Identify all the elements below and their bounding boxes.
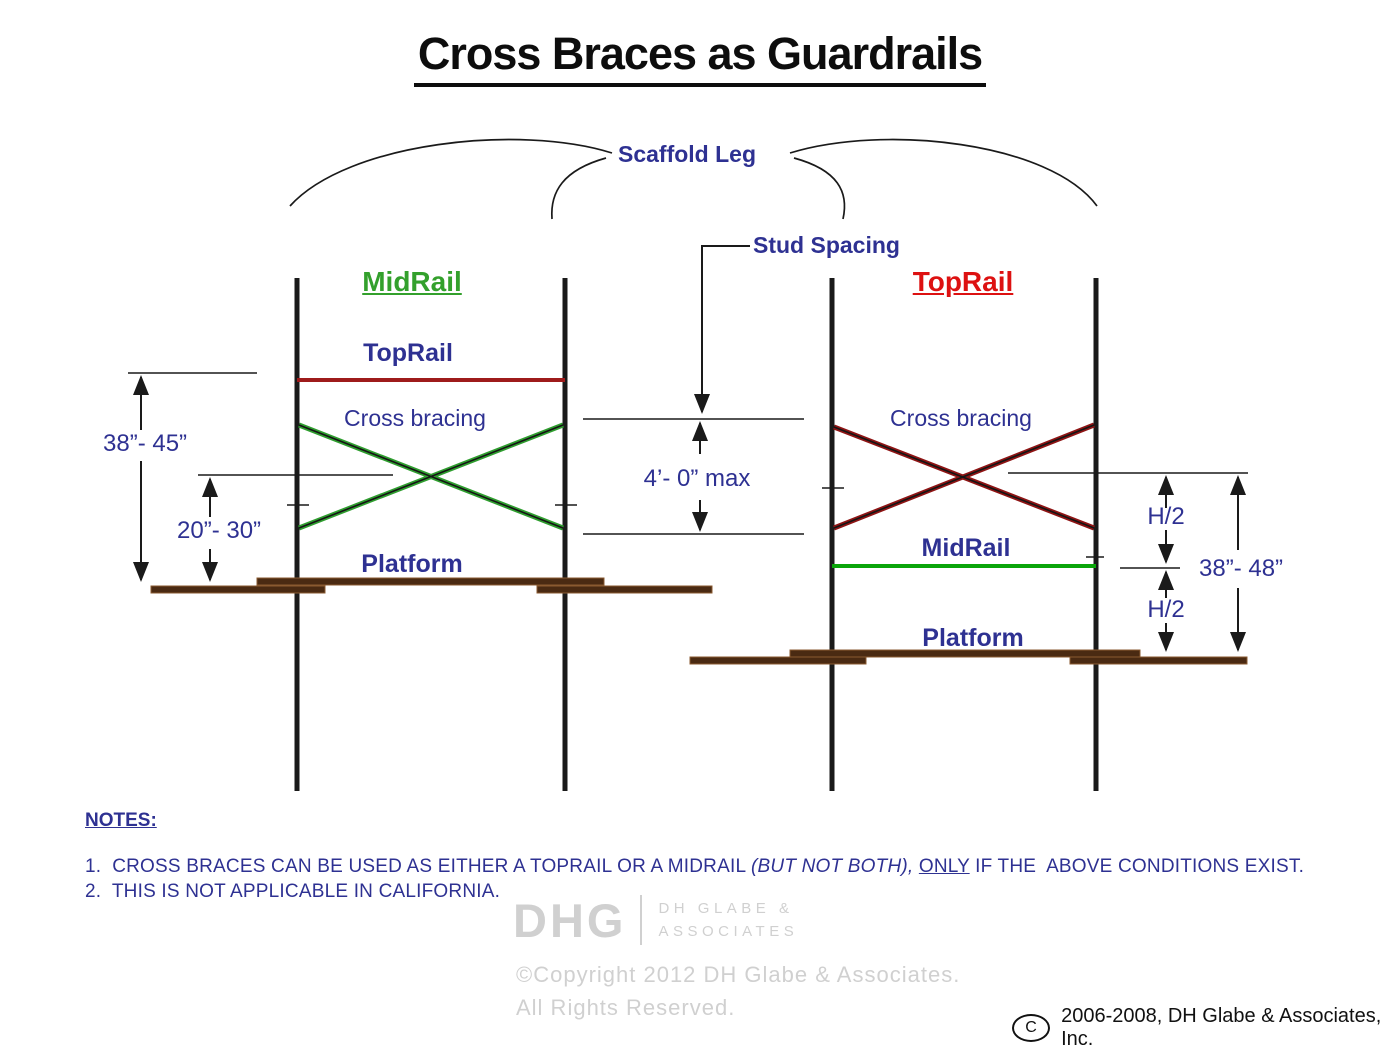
right-platform-label: Platform — [922, 624, 1024, 652]
note-1-suffix: IF THE ABOVE CONDITIONS EXIST. — [969, 856, 1305, 877]
right-platform-plank — [1069, 656, 1248, 665]
note-1-text: 1. CROSS BRACES CAN BE USED AS EITHER A … — [85, 856, 751, 877]
right-cross-brace-core — [833, 424, 1095, 529]
right-platform-plank — [689, 656, 867, 665]
left-toprail-label: TopRail — [363, 339, 453, 367]
watermark-firm-name: DH GLABE & — [658, 899, 794, 917]
note-item-1: 1. CROSS BRACES CAN BE USED AS EITHER A … — [85, 856, 1304, 878]
dim-label-h2-top: H/2 — [1147, 503, 1185, 530]
page-title: Cross Braces as Guardrails — [0, 28, 1400, 87]
watermark-logo: DHG — [513, 893, 627, 947]
watermark-copyright-line: ©Copyright 2012 DH Glabe & Associates. — [516, 962, 961, 987]
notes-heading: NOTES: — [85, 810, 157, 831]
dim-label-h2-bottom: H/2 — [1147, 596, 1185, 623]
scaffold-leg-callout: Scaffold Leg — [617, 141, 756, 167]
left-cross-bracing-label: Cross bracing — [344, 405, 486, 431]
scaffold-leg-pointer-curve-outer-left — [289, 138, 613, 207]
right-scaffold-heading-toprail: TopRail — [912, 266, 1014, 297]
left-platform-plank — [256, 577, 605, 586]
footer-copyright-text: 2006-2008, DH Glabe & Associates, Inc. — [1061, 1005, 1382, 1050]
watermark: DHG DH GLABE & ASSOCIATES — [513, 895, 798, 945]
right-cross-brace-core — [833, 426, 1095, 529]
scaffold-leg-pointer-curve-inner-right — [793, 157, 846, 220]
left-cross-brace-core — [298, 424, 564, 529]
stud-spacing-callout: Stud Spacing — [753, 232, 900, 258]
copyright-circle-c: C — [1012, 1014, 1051, 1042]
watermark-firm-name: ASSOCIATES — [658, 923, 799, 940]
right-midrail-label: MidRail — [921, 534, 1011, 562]
left-platform-label: Platform — [361, 550, 463, 578]
footer-copyright: C 2006-2008, DH Glabe & Associates, Inc. — [1012, 1005, 1400, 1051]
left-scaffold-heading-midrail: MidRail — [362, 266, 462, 297]
note-1-underlined: ONLY — [918, 856, 970, 877]
left-platform-plank — [150, 585, 326, 594]
dim-label-38-48: 38”- 48” — [1199, 555, 1284, 582]
stud-spacing-max-dim: 4’- 0” max — [643, 465, 751, 492]
right-platform-plank — [789, 649, 1141, 658]
scaffold-leg-pointer-curve-inner-left — [551, 157, 607, 220]
dim-label-20-30: 20”- 30” — [177, 517, 262, 544]
note-1-emphasis: (BUT NOT BOTH), — [751, 856, 919, 877]
right-cross-bracing-label: Cross bracing — [890, 405, 1032, 431]
dim-label-38-45: 38”- 45” — [103, 430, 188, 457]
scaffold-leg-pointer-curve-outer-right — [789, 138, 1098, 207]
note-item-2: 2. THIS IS NOT APPLICABLE IN CALIFORNIA. — [85, 881, 501, 902]
left-platform-plank — [536, 585, 713, 594]
watermark-divider — [640, 895, 643, 945]
watermark-rights-line: All Rights Reserved. — [516, 995, 736, 1020]
stud-spacing-pointer-arrow — [694, 245, 750, 414]
